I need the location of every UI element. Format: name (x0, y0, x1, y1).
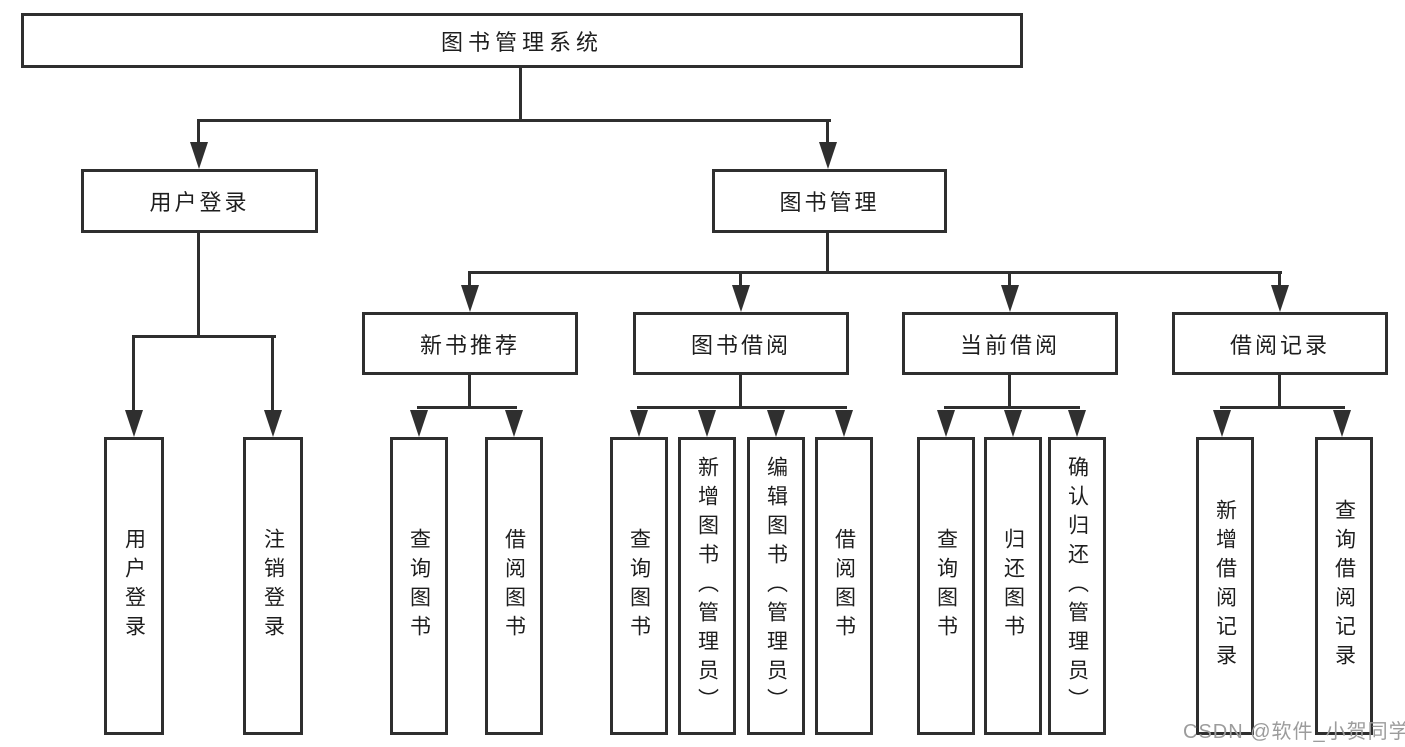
arrowhead-cb-query (937, 410, 955, 437)
connector-current-borrow-down (1008, 375, 1011, 409)
leaf-bb-query-books: 查询图书 (610, 437, 668, 735)
connector-level2-bar (197, 119, 831, 122)
arrowhead-book-management (819, 142, 837, 169)
node-library-management-system: 图书管理系统 (21, 13, 1023, 68)
connector-current-borrow-bar (944, 406, 1080, 409)
arrowhead-nbr-borrow (505, 410, 523, 437)
connector-user-login-down (197, 233, 200, 337)
arrowhead-cb-return (1004, 410, 1022, 437)
leaf-cb-return-books: 归还图书 (984, 437, 1042, 735)
connector-level3-bar (468, 271, 1282, 274)
arrowhead-book-borrow (732, 285, 750, 312)
node-borrowing-records: 借阅记录 (1172, 312, 1388, 375)
arrowhead-user-login (190, 142, 208, 169)
connector-to-user-login (197, 119, 200, 147)
arrowhead-new-book (461, 285, 479, 312)
connector-to-leaf-logout (271, 335, 274, 415)
connector-book-management-down (826, 233, 829, 274)
arrowhead-nbr-query (410, 410, 428, 437)
arrowhead-current-borrow (1001, 285, 1019, 312)
connector-borrow-records-bar (1220, 406, 1345, 409)
leaf-bb-borrow-books: 借阅图书 (815, 437, 873, 735)
leaf-cb-query-books: 查询图书 (917, 437, 975, 735)
node-book-management: 图书管理 (712, 169, 947, 233)
arrowhead-bb-add (698, 410, 716, 437)
csdn-watermark: CSDN @软件_小贺同学 (1183, 721, 1405, 743)
arrowhead-br-query (1333, 410, 1351, 437)
leaf-br-query-record: 查询借阅记录 (1315, 437, 1373, 735)
arrowhead-bb-edit (767, 410, 785, 437)
node-user-login: 用户登录 (81, 169, 318, 233)
leaf-user-login: 用户登录 (104, 437, 164, 735)
node-current-borrowing: 当前借阅 (902, 312, 1118, 375)
arrowhead-leaf-logout (264, 410, 282, 437)
leaf-cb-confirm-return-admin: 确认归还（管理员） (1048, 437, 1106, 735)
connector-to-current-borrow (1008, 271, 1011, 291)
connector-root-down (519, 68, 522, 122)
connector-to-borrow-records (1278, 271, 1281, 291)
arrowhead-cb-confirm (1068, 410, 1086, 437)
node-book-borrowing: 图书借阅 (633, 312, 849, 375)
connector-to-book-management (826, 119, 829, 147)
arrowhead-borrow-records (1271, 285, 1289, 312)
connector-new-book-bar (417, 406, 517, 409)
node-new-book-recommend: 新书推荐 (362, 312, 578, 375)
leaf-nbr-borrow-books: 借阅图书 (485, 437, 543, 735)
leaf-logout: 注销登录 (243, 437, 303, 735)
leaf-bb-add-books-admin: 新增图书（管理员） (678, 437, 736, 735)
connector-book-borrow-bar (637, 406, 847, 409)
arrowhead-bb-query (630, 410, 648, 437)
connector-borrow-records-down (1278, 375, 1281, 409)
leaf-br-add-record: 新增借阅记录 (1196, 437, 1254, 735)
leaf-bb-edit-books-admin: 编辑图书（管理员） (747, 437, 805, 735)
connector-to-leaf-login (132, 335, 135, 415)
connector-to-book-borrow (739, 271, 742, 291)
leaf-nbr-query-books: 查询图书 (390, 437, 448, 735)
connector-user-login-bar (132, 335, 276, 338)
arrowhead-br-add (1213, 410, 1231, 437)
arrowhead-bb-borrow (835, 410, 853, 437)
arrowhead-leaf-login (125, 410, 143, 437)
connector-new-book-down (468, 375, 471, 409)
connector-book-borrow-down (739, 375, 742, 409)
connector-to-new-book (468, 271, 471, 291)
